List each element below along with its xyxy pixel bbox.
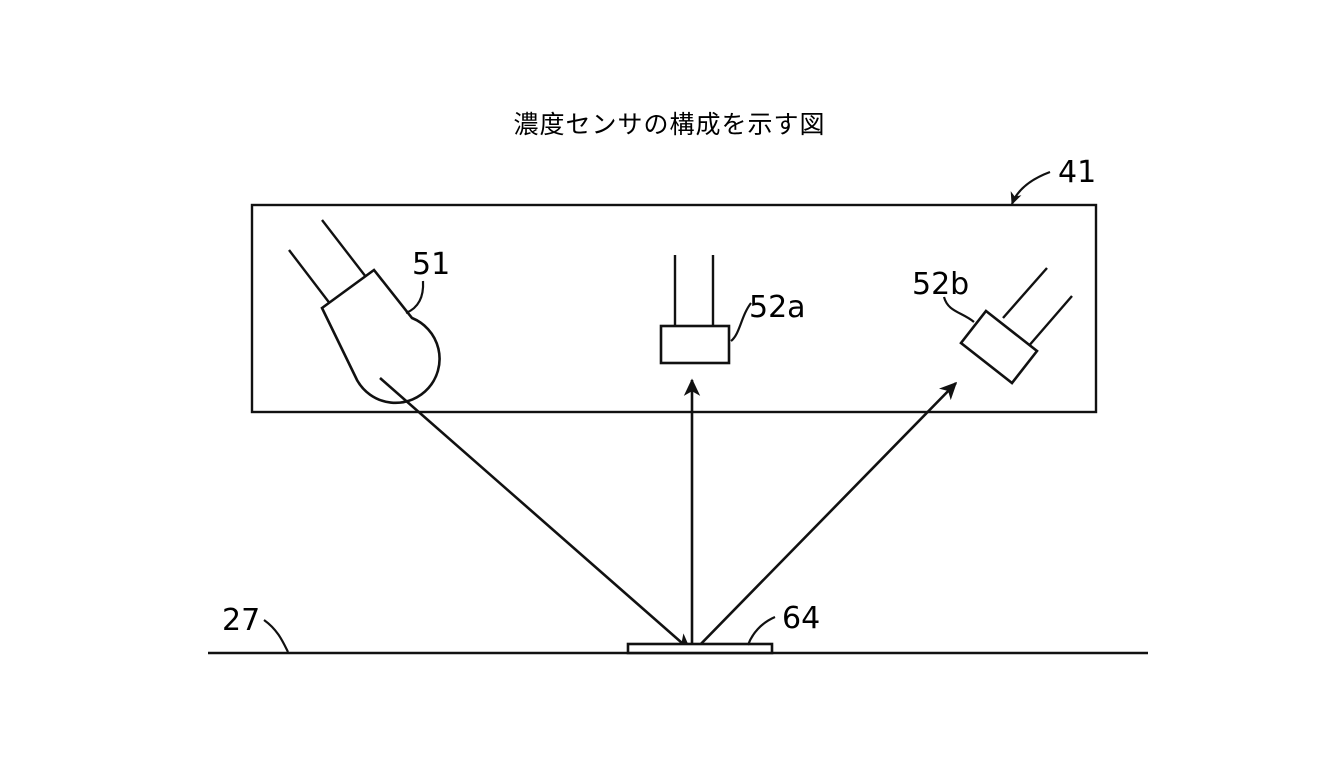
media-surface-leader xyxy=(263,619,289,653)
housing-leader xyxy=(1010,170,1051,206)
incident-ray-line xyxy=(379,377,692,652)
label-detector-52a: 52a xyxy=(749,290,806,325)
toner-patch-leader xyxy=(746,615,776,646)
detector-52b-lead-wire-2 xyxy=(1026,295,1073,349)
label-toner-patch-64: 64 xyxy=(782,601,820,636)
led-leader xyxy=(405,280,425,315)
detector-52a-body xyxy=(659,324,731,365)
led-body-outline xyxy=(320,268,441,405)
led-lead-wire-2 xyxy=(321,219,367,278)
label-emitter-51: 51 xyxy=(412,247,450,282)
sensor-housing xyxy=(250,203,1098,414)
detector-52b-leader-line xyxy=(942,296,975,323)
label-detector-52b: 52b xyxy=(912,267,969,302)
media-surface-leader-line xyxy=(263,619,289,653)
detector-52b-body xyxy=(959,309,1039,385)
led-leader-line xyxy=(405,280,425,315)
page-title: 濃度センサの構成を示す図 xyxy=(513,110,826,139)
toner-patch-body xyxy=(626,642,774,655)
housing-leader-line xyxy=(1010,170,1051,206)
light-emitter-51 xyxy=(288,219,441,405)
label-media-surface-27: 27 xyxy=(222,603,260,638)
toner-patch-leader-line xyxy=(746,615,776,646)
toner-patch-64 xyxy=(626,642,774,655)
led-lead-wire-1 xyxy=(288,249,332,306)
detector-52b-leader xyxy=(942,296,975,323)
specular-detector-52a xyxy=(659,255,731,365)
detector-52a-leader-line xyxy=(730,302,752,342)
diffuse-ray xyxy=(693,381,958,652)
housing-outline xyxy=(250,203,1098,414)
label-housing-41: 41 xyxy=(1058,155,1096,190)
detector-52a-leader xyxy=(730,302,752,342)
diffuse-detector-52b xyxy=(959,267,1073,385)
detector-52b-lead-wire-1 xyxy=(1002,267,1048,319)
diffuse-ray-line xyxy=(693,381,958,652)
incident-ray xyxy=(379,377,692,652)
